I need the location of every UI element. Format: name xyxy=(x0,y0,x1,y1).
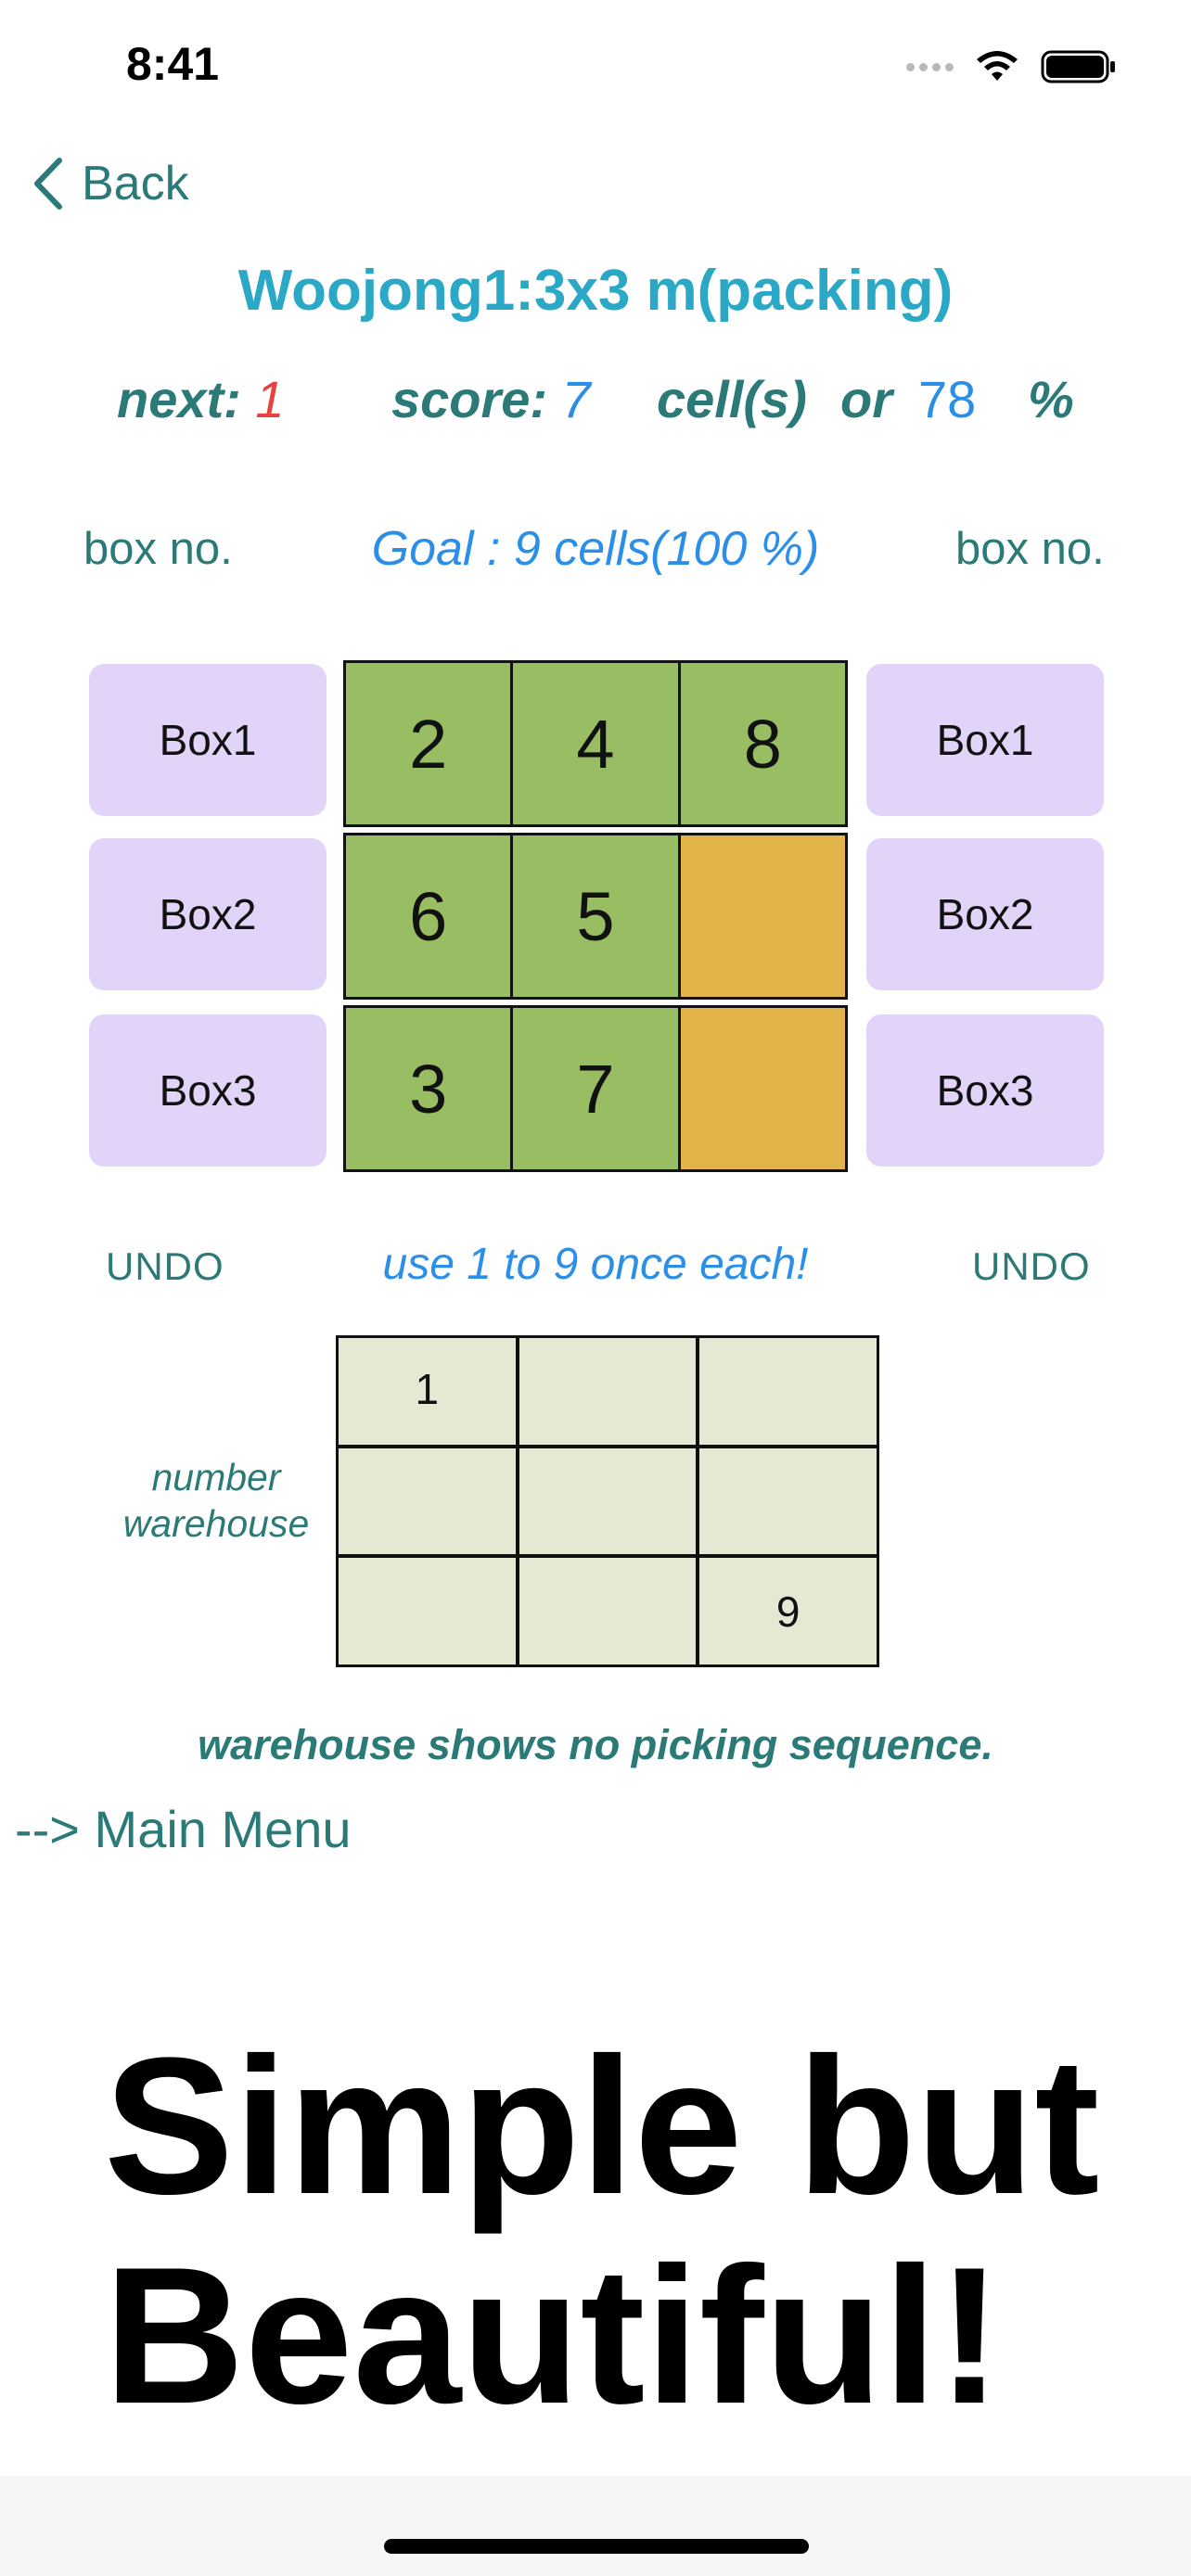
back-label: Back xyxy=(82,157,189,210)
warehouse-cell[interactable] xyxy=(699,1447,877,1555)
or-label: or xyxy=(840,370,892,428)
hint-label: use 1 to 9 once each! xyxy=(382,1240,809,1289)
warehouse-cell[interactable]: 9 xyxy=(699,1558,877,1664)
next-value: 1 xyxy=(255,370,285,428)
home-indicator[interactable] xyxy=(384,2539,809,2554)
battery-icon xyxy=(1041,50,1115,83)
undo-left-button[interactable]: UNDO xyxy=(106,1244,224,1288)
wifi-icon xyxy=(977,51,1018,81)
undo-right-button[interactable]: UNDO xyxy=(972,1244,1091,1288)
packing-row-2: 6 5 xyxy=(343,833,848,1000)
bottom-bar xyxy=(0,2476,1191,2576)
box1-right-button[interactable]: Box1 xyxy=(866,664,1104,816)
box-no-right-label: box no. xyxy=(955,524,1105,574)
warehouse-label-line2: warehouse xyxy=(122,1502,310,1545)
warehouse-label: number warehouse xyxy=(109,1454,323,1547)
packing-cell-empty[interactable] xyxy=(680,1008,845,1169)
status-time: 8:41 xyxy=(126,38,220,90)
score-label: score: xyxy=(391,370,548,428)
box3-left-button[interactable]: Box3 xyxy=(89,1014,327,1167)
percent-sign: % xyxy=(1028,370,1074,428)
page-title: Woojong1:3x3 m(packing) xyxy=(237,259,954,323)
packing-cell[interactable]: 7 xyxy=(513,1008,681,1169)
warehouse-note: warehouse shows no picking sequence. xyxy=(198,1721,993,1768)
next-stat: next: 1 xyxy=(117,369,285,429)
tagline: Simple but Beautiful! xyxy=(104,2021,1124,2441)
status-icons xyxy=(906,48,1117,85)
next-label: next: xyxy=(117,370,241,428)
packing-cell[interactable]: 3 xyxy=(346,1008,514,1169)
packing-cell[interactable]: 2 xyxy=(346,663,514,824)
warehouse-cell[interactable] xyxy=(519,1338,697,1445)
warehouse-cell[interactable] xyxy=(519,1447,697,1555)
box1-left-button[interactable]: Box1 xyxy=(89,664,327,816)
warehouse-cell[interactable] xyxy=(519,1558,697,1664)
box3-right-button[interactable]: Box3 xyxy=(866,1014,1104,1167)
main-menu-link[interactable]: --> Main Menu xyxy=(15,1800,352,1858)
box2-left-button[interactable]: Box2 xyxy=(89,838,327,990)
warehouse-cell[interactable] xyxy=(699,1338,877,1445)
chevron-left-icon xyxy=(34,158,62,210)
percent-value: 78 xyxy=(918,370,977,428)
packing-cell[interactable]: 6 xyxy=(346,835,514,997)
back-button[interactable]: Back xyxy=(32,156,189,211)
cells-label: cell(s) xyxy=(657,370,807,428)
score-value: 7 xyxy=(561,370,591,428)
box-no-left-label: box no. xyxy=(83,524,233,574)
tagline-line1: Simple but xyxy=(104,2017,1100,2235)
box2-right-button[interactable]: Box2 xyxy=(866,838,1104,990)
cellular-signal-icon xyxy=(906,62,954,71)
score-stat: score: 7 xyxy=(391,369,591,429)
goal-label: Goal : 9 cells(100 %) xyxy=(371,522,820,576)
packing-cell[interactable]: 4 xyxy=(513,663,681,824)
packing-cell-empty[interactable] xyxy=(680,835,845,997)
packing-row-3: 3 7 xyxy=(343,1005,848,1172)
tagline-line2: Beautiful! xyxy=(104,2226,1003,2444)
packing-cell[interactable]: 5 xyxy=(513,835,681,997)
packing-row-1: 2 4 8 xyxy=(343,660,848,827)
warehouse-label-line1: number xyxy=(151,1456,281,1498)
packing-cell[interactable]: 8 xyxy=(680,663,845,824)
warehouse-cell[interactable] xyxy=(339,1558,516,1664)
warehouse-cell[interactable] xyxy=(339,1447,516,1555)
warehouse-cell[interactable]: 1 xyxy=(339,1338,516,1445)
number-warehouse: 1 9 xyxy=(336,1335,879,1667)
